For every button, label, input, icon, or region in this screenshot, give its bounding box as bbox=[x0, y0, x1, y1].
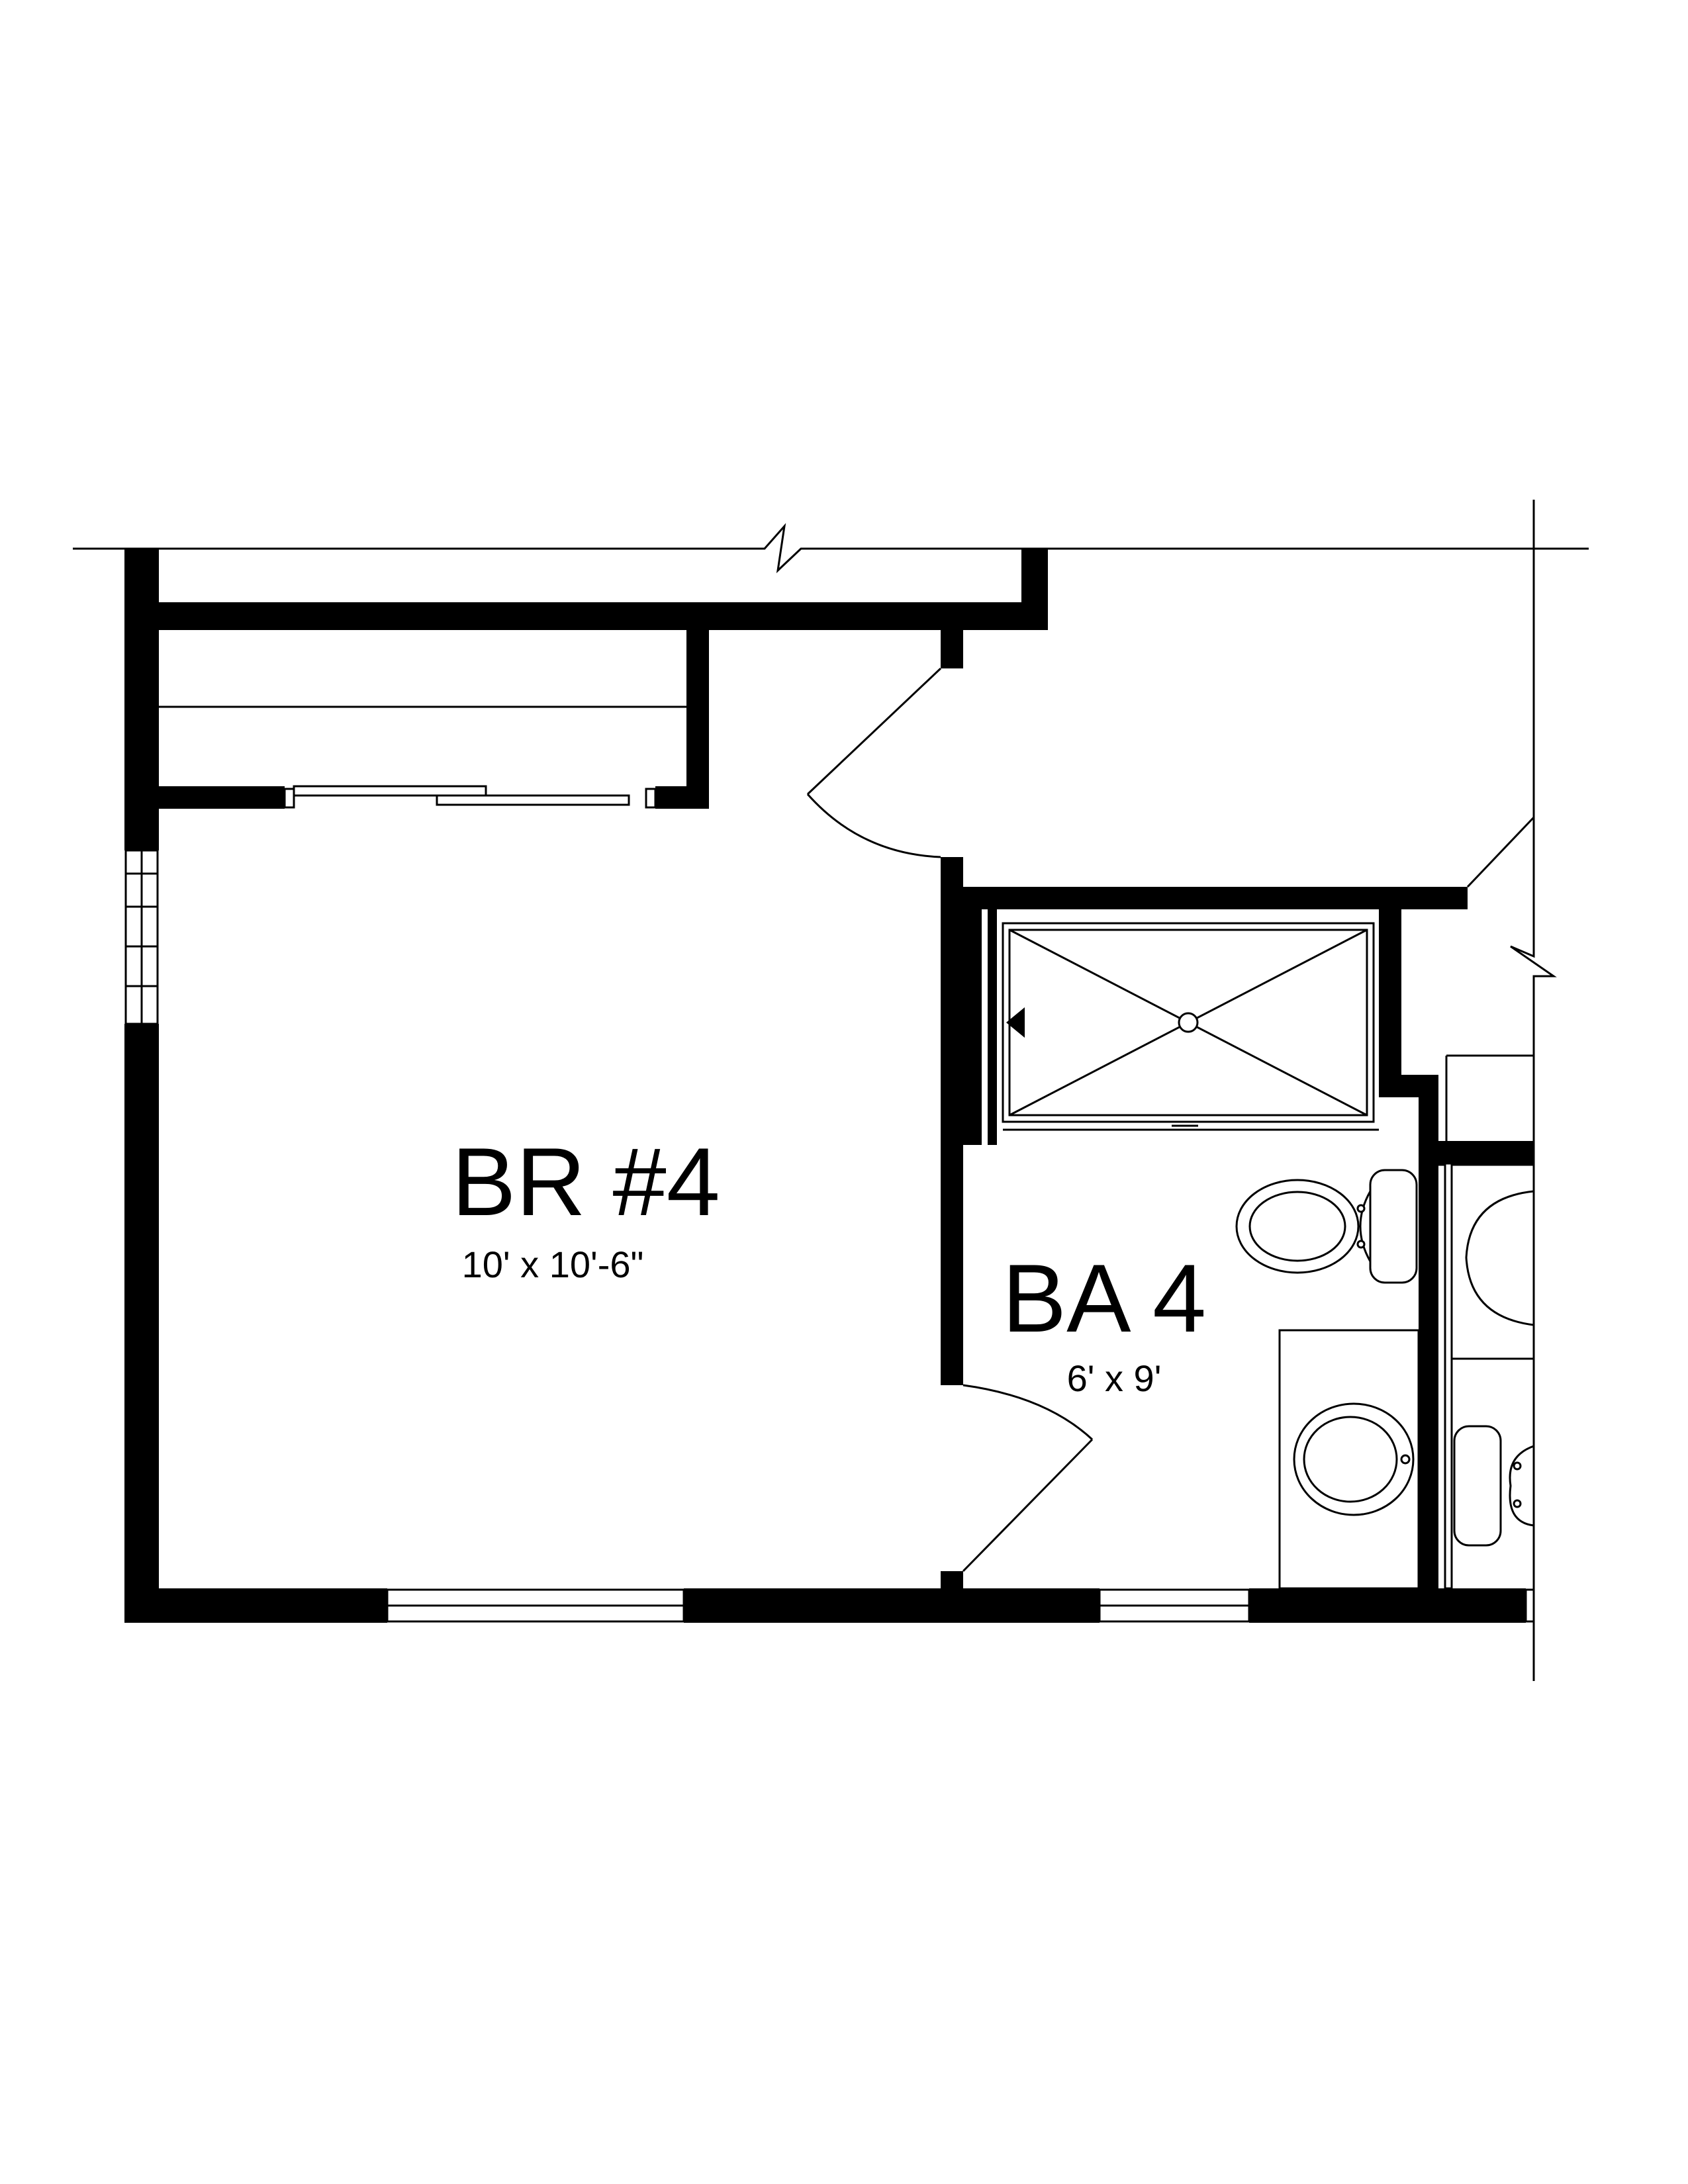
adjacent-bath bbox=[1437, 1054, 1535, 1590]
bath-right-wall bbox=[1419, 1075, 1438, 1608]
bottom-wall-1 bbox=[124, 1588, 387, 1623]
adjacent-tub-icon bbox=[1465, 1190, 1534, 1326]
shower-valve-icon bbox=[1006, 1007, 1025, 1038]
bottom-wall-2 bbox=[684, 1588, 1100, 1623]
bedroom-door bbox=[806, 667, 942, 858]
bottom-wall-3 bbox=[1249, 1588, 1526, 1623]
right-break-line bbox=[1510, 500, 1557, 1681]
partition-stub-top bbox=[941, 630, 963, 668]
fixtures bbox=[1235, 1169, 1420, 1590]
adjacent-toilet-icon bbox=[1453, 1425, 1534, 1547]
room-labels: BR #4 10' x 10'-6" BA 4 6' x 9' bbox=[451, 1128, 1206, 1399]
shower-left-post-inner bbox=[988, 909, 997, 1145]
window-left bbox=[124, 849, 159, 1025]
shower-outer bbox=[1002, 922, 1375, 1123]
adjacent-wall-bottom bbox=[1437, 1162, 1535, 1166]
adjacent-wall bbox=[1438, 1141, 1534, 1163]
top-wall bbox=[124, 602, 1048, 630]
doors bbox=[806, 667, 1535, 1572]
closet-door-jamb-right bbox=[645, 788, 657, 809]
top-wall-notch bbox=[1021, 549, 1048, 630]
hall-door bbox=[1466, 816, 1535, 888]
shower bbox=[1002, 922, 1379, 1131]
closet-bypass-door-2 bbox=[436, 794, 630, 806]
bath-door bbox=[962, 1384, 1094, 1572]
walls bbox=[124, 549, 1534, 1623]
bath-name: BA 4 bbox=[1002, 1244, 1206, 1352]
shower-right-wall bbox=[1379, 909, 1401, 1097]
closet-right-wall bbox=[686, 630, 709, 809]
shower-left-post bbox=[963, 909, 982, 1145]
closet-bypass-door-1 bbox=[293, 785, 487, 797]
top-break-line bbox=[73, 523, 1589, 574]
toilet-icon bbox=[1235, 1169, 1418, 1284]
windows bbox=[124, 849, 1535, 1623]
bath-dimensions: 6' x 9' bbox=[1067, 1357, 1162, 1399]
closet-door-jamb-left bbox=[283, 788, 295, 809]
closet bbox=[159, 705, 686, 809]
vanity bbox=[1278, 1329, 1420, 1590]
window-bottom-bath bbox=[1098, 1588, 1250, 1623]
break-lines bbox=[73, 500, 1589, 1681]
bedroom-name: BR #4 bbox=[451, 1128, 720, 1236]
window-bottom-right bbox=[1524, 1588, 1535, 1623]
closet-bottom-wall-left bbox=[159, 786, 285, 809]
bedroom-dimensions: 10' x 10'-6" bbox=[462, 1244, 644, 1285]
bath-top-wall bbox=[963, 887, 1468, 909]
sink-bowl bbox=[1303, 1416, 1398, 1503]
sink-faucet-icon bbox=[1400, 1454, 1411, 1465]
left-wall-upper bbox=[124, 549, 159, 850]
window-bottom-bedroom bbox=[386, 1588, 685, 1623]
adjacent-inner-wall bbox=[1444, 1162, 1453, 1590]
left-wall-lower bbox=[124, 1024, 159, 1623]
closet-bottom-wall-right bbox=[655, 786, 709, 809]
partition-wall bbox=[941, 857, 963, 1385]
shower-drain bbox=[1178, 1012, 1199, 1033]
